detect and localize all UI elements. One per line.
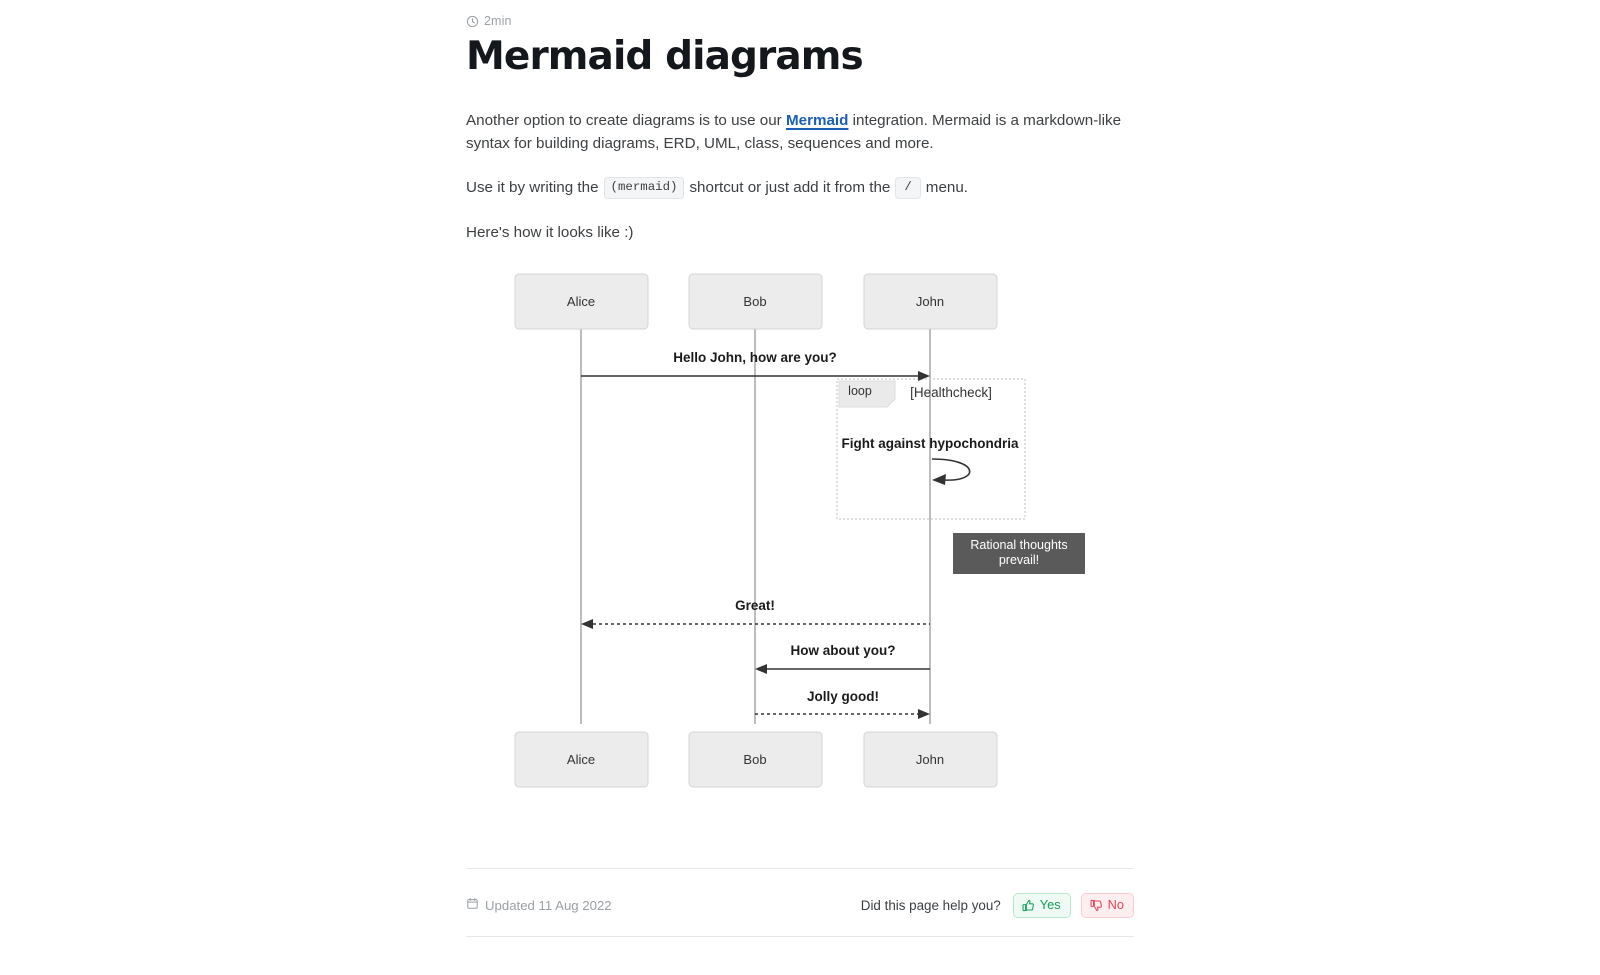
message-label-4: Jolly good! xyxy=(807,689,879,704)
actor-box-top-john: John xyxy=(863,273,998,330)
sequence-diagram-svg: loop [Healthcheck] Hello John, how are y… xyxy=(514,273,1085,788)
message-self-loop: Fight against hypochondria xyxy=(841,436,1019,486)
actor-box-top-bob: Bob xyxy=(688,273,823,330)
message-hello-john: Hello John, how are you? xyxy=(581,350,930,382)
clock-icon xyxy=(466,15,479,28)
feedback-no-button[interactable]: No xyxy=(1080,892,1134,918)
usage-text-after: menu. xyxy=(925,179,969,197)
feedback-yes-button[interactable]: Yes xyxy=(1012,892,1071,918)
loop-condition: [Healthcheck] xyxy=(910,385,992,400)
mermaid-code-chip: (mermaid) xyxy=(603,176,685,199)
footer-top-divider xyxy=(466,868,1134,869)
actor-label-john-top: John xyxy=(916,294,944,309)
intro-text-before: Another option to create diagrams is to … xyxy=(466,112,786,130)
feedback-no-label: No xyxy=(1107,896,1124,912)
calendar-icon xyxy=(466,897,479,913)
message-how-about-you: How about you? xyxy=(755,643,930,675)
message-label-1: Hello John, how are you? xyxy=(673,350,837,365)
page-title: Mermaid diagrams xyxy=(466,34,864,79)
read-time: 2min xyxy=(466,14,1134,28)
usage-text-middle: shortcut or just add it from the xyxy=(689,179,891,197)
loop-frame: loop [Healthcheck] xyxy=(836,378,1026,520)
message-label-2: Great! xyxy=(735,598,775,613)
preview-paragraph: Here's how it looks like :) xyxy=(466,224,634,242)
message-jolly-good: Jolly good! xyxy=(755,689,930,720)
actor-label-alice-top: Alice xyxy=(567,294,595,309)
updated-label: Updated 11 Aug 2022 xyxy=(485,897,612,913)
lifelines xyxy=(580,328,931,725)
actor-label-bob-bottom: Bob xyxy=(743,752,766,767)
feedback-question: Did this page help you? xyxy=(860,897,1001,913)
updated-info: Updated 11 Aug 2022 xyxy=(466,897,612,913)
mermaid-diagram: loop [Healthcheck] Hello John, how are y… xyxy=(466,266,1134,826)
footer-bottom-divider xyxy=(466,936,1134,937)
message-great: Great! xyxy=(581,598,930,630)
intro-text-after: integration. Mermaid is a markdown-like … xyxy=(466,112,1122,153)
intro-paragraph: Another option to create diagrams is to … xyxy=(466,109,1126,155)
actor-box-bottom-john: John xyxy=(863,731,998,788)
note-line-1: Rational thoughts xyxy=(970,538,1067,552)
note-rational-thoughts: Rational thoughts prevail! xyxy=(953,533,1085,575)
note-line-2: prevail! xyxy=(999,553,1039,567)
message-label-3: How about you? xyxy=(791,643,896,658)
mermaid-link[interactable]: Mermaid xyxy=(785,112,849,130)
slash-code-chip: / xyxy=(895,176,921,199)
actor-box-bottom-alice: Alice xyxy=(514,731,649,788)
feedback-controls: Did this page help you? Yes N xyxy=(860,892,1134,918)
read-time-label: 2min xyxy=(484,14,512,28)
actor-box-bottom-bob: Bob xyxy=(688,731,823,788)
thumbs-down-icon xyxy=(1090,899,1103,912)
actor-label-alice-bottom: Alice xyxy=(567,752,595,767)
actor-box-top-alice: Alice xyxy=(514,273,649,330)
message-label-loop: Fight against hypochondria xyxy=(841,436,1018,451)
loop-keyword: loop xyxy=(848,384,872,398)
actor-label-john-bottom: John xyxy=(916,752,944,767)
actor-label-bob-top: Bob xyxy=(743,294,766,309)
page-footer: Updated 11 Aug 2022 Did this page help y… xyxy=(466,890,1134,920)
thumbs-up-icon xyxy=(1022,899,1035,912)
feedback-yes-label: Yes xyxy=(1039,896,1061,912)
usage-paragraph: Use it by writing the (mermaid) shortcut… xyxy=(466,176,1134,199)
usage-text-before: Use it by writing the xyxy=(466,179,599,197)
article-content: 2min Mermaid diagrams Another option to … xyxy=(466,0,1134,826)
